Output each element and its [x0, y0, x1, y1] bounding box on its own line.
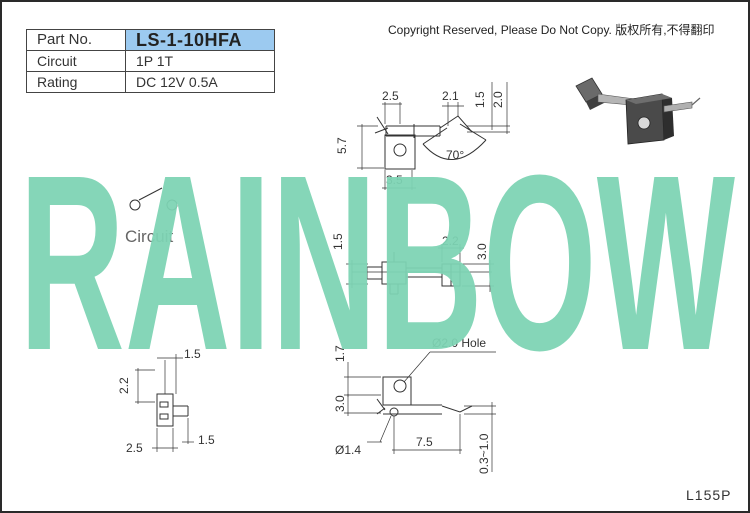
dim-bottom-top: 1.7 — [333, 345, 347, 362]
dim-side-height: 2.2 — [117, 377, 131, 394]
dim-top-height: 5.7 — [335, 137, 349, 154]
spec-row-rating: Rating DC 12V 0.5A — [26, 71, 275, 93]
dim-bottom-hole: Ø2.0 Hole — [432, 336, 486, 350]
dim-top-h2: 2.0 — [491, 91, 505, 108]
dim-bottom-range: 0.3~1.0 — [477, 433, 491, 474]
dim-top-angle: 70° — [446, 148, 464, 162]
top-body-hole — [393, 143, 407, 157]
bottom-hole — [393, 379, 407, 393]
circuit-contact-common — [129, 199, 141, 211]
dim-mid-right: 2.2 — [442, 234, 459, 248]
circuit-symbol-label: Circuit — [125, 227, 174, 246]
dim-side-right: 1.5 — [198, 433, 215, 447]
rating-value: DC 12V 0.5A — [125, 71, 275, 93]
copyright-notice: Copyright Reserved, Please Do Not Copy. … — [388, 23, 715, 37]
dim-top-h1: 1.5 — [473, 91, 487, 108]
dim-bottom-h: 3.0 — [333, 395, 347, 412]
dim-side-top: 1.5 — [184, 347, 201, 361]
watermark-text: RAINBOW — [19, 144, 735, 384]
spec-row-part-no: Part No. LS-1-10HFA — [26, 29, 275, 51]
page-code: L155P — [686, 487, 732, 503]
circuit-contact-no — [166, 199, 178, 211]
bottom-pin — [389, 407, 399, 417]
dim-bottom-pin: Ø1.4 — [335, 443, 361, 457]
dim-top-left-width: 2.5 — [382, 89, 399, 103]
dim-mid-height: 3.0 — [475, 243, 489, 260]
dim-side-base: 2.5 — [126, 441, 143, 455]
dim-top-tab: 2.1 — [442, 89, 459, 103]
rainbow-watermark: RAINBOW — [19, 144, 735, 384]
part-no-value: LS-1-10HFA — [125, 29, 275, 51]
angle-arc — [422, 139, 487, 160]
dim-bottom-len: 7.5 — [416, 435, 433, 449]
dim-top-base: 3.5 — [386, 173, 403, 187]
part-3d-illustration — [575, 77, 701, 145]
circuit-switch-arm — [138, 187, 163, 201]
spec-table: Part No. LS-1-10HFA Circuit 1P 1T Rating… — [26, 29, 275, 93]
dim-mid-left: 1.5 — [331, 233, 345, 250]
side-body — [156, 393, 174, 427]
rating-label: Rating — [26, 71, 126, 93]
top-body-outline — [384, 134, 416, 170]
